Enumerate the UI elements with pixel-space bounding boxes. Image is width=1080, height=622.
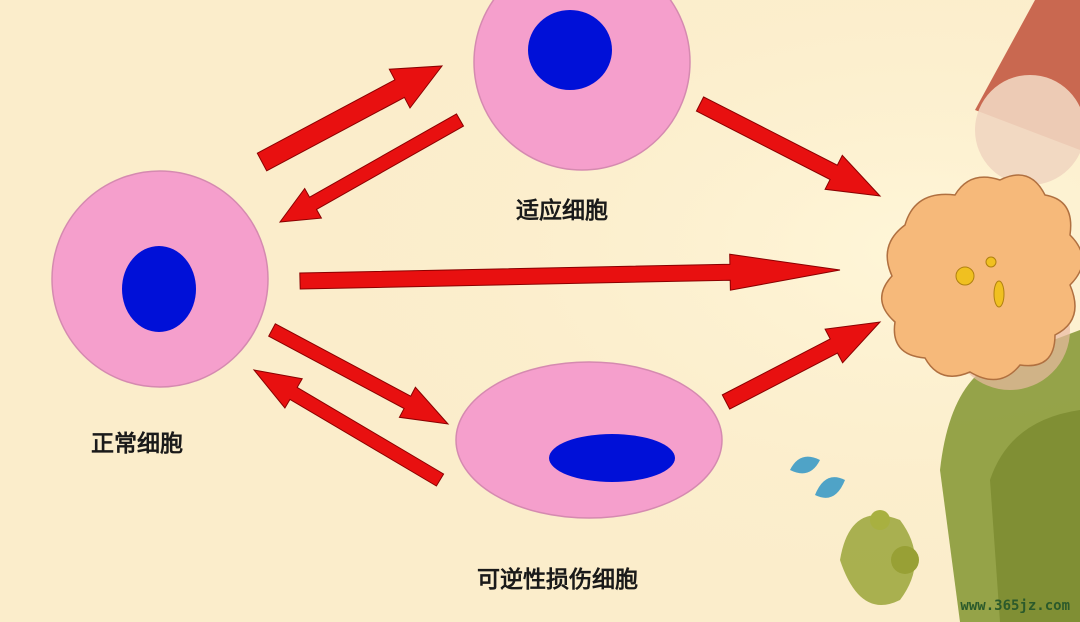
normal-cell-label: 正常细胞 [91,431,183,457]
dead-cell [881,174,1080,381]
dead-cell-spot [985,256,997,268]
injured-cell-nucleus [549,434,675,482]
arrow-adapted-to-dead [695,96,882,197]
arrow-normal-to-injured [268,323,450,425]
dead-cell-body [881,174,1080,381]
arrow-injured-to-normal [252,369,445,487]
watermark: www.365jz.com [960,598,1070,614]
reversible-injury-cell [455,361,723,519]
normal-cell [51,170,269,388]
normal-cell-nucleus [122,246,196,332]
adapted-cell-label: 适应细胞 [516,198,608,224]
arrow-normal-to-adapted [256,65,444,172]
dead-cell-spot [993,280,1005,308]
reversible-injury-cell-label: 可逆性损伤细胞 [477,567,638,593]
arrow-injured-to-dead [721,321,882,410]
dead-cell-spot [955,266,975,286]
adapted-cell-nucleus [528,10,612,90]
arrow-normal-to-dead [299,253,841,291]
adapted-cell [473,0,691,171]
arrow-adapted-to-normal [278,113,465,223]
